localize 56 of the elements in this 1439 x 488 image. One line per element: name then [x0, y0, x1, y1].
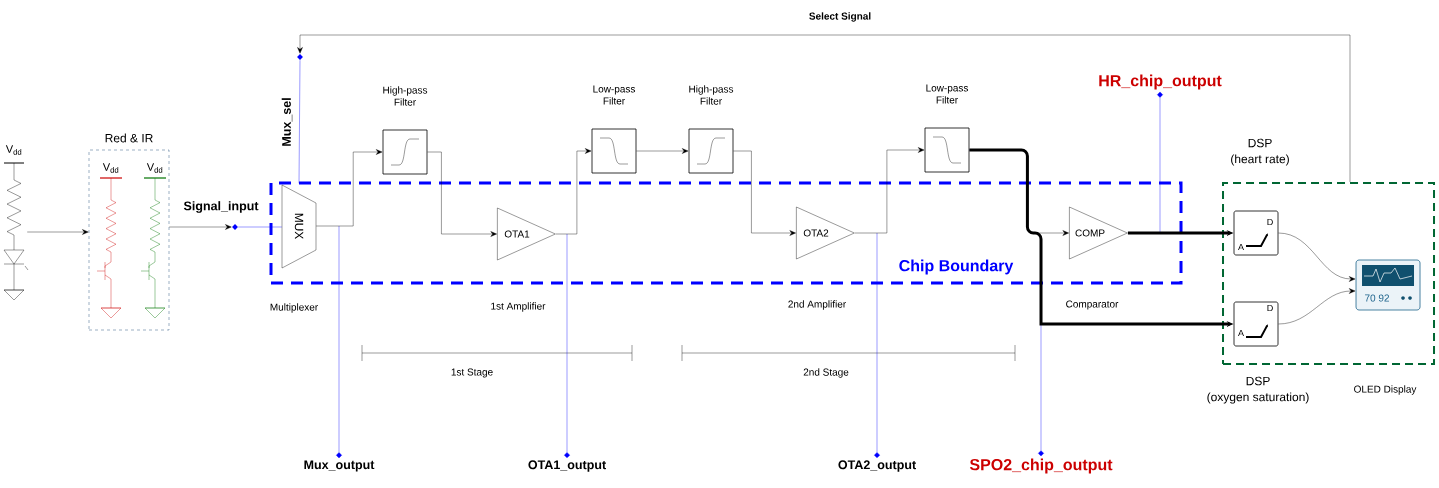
- filter-title: High-pass Filter: [383, 86, 428, 106]
- filter-title: High-pass Filter: [689, 85, 734, 105]
- arrow: [636, 148, 689, 154]
- converter-letter: D: [1267, 304, 1273, 312]
- probe-line: [336, 225, 342, 459]
- connector-line: [298, 60, 301, 184]
- arrow: [169, 224, 232, 230]
- arrow: [733, 150, 796, 236]
- probe-line: [564, 233, 570, 459]
- converter-letter: A: [1238, 243, 1244, 251]
- arrow: [854, 147, 925, 234]
- supply-label: V$_{dd}$: [146, 163, 163, 173]
- block-caption: (oxygen saturation): [1207, 392, 1309, 404]
- stage-label: 1st Stage: [451, 368, 493, 378]
- edge-label: Select Signal: [807, 11, 873, 23]
- output-label: OTA2_output: [838, 460, 916, 472]
- display-readout: 70 92: [1365, 294, 1389, 302]
- output-label: SPO2_chip_output: [969, 458, 1113, 474]
- probe-line: [1157, 91, 1163, 234]
- output-label: HR_chip_output: [1099, 74, 1222, 90]
- amplifier-triangle: OTA1: [497, 207, 556, 261]
- arrow: [27, 229, 89, 235]
- arrow: [297, 34, 1351, 183]
- node-label: Red & IR: [105, 133, 153, 143]
- block-caption: Comparator: [1066, 300, 1119, 310]
- stage-label: 2nd Stage: [803, 368, 849, 378]
- output-label: Mux_output: [304, 460, 375, 472]
- block-caption: 1st Amplifier: [491, 302, 546, 312]
- supply-label: V$_{dd}$: [102, 163, 119, 173]
- signal-name: Mux_sel: [281, 98, 293, 146]
- converter-letter: D: [1267, 218, 1273, 226]
- amplifier-triangle: OTA2: [796, 206, 855, 260]
- block-caption: OLED Display: [1354, 385, 1417, 395]
- filter-title: Low-pass Filter: [926, 84, 969, 104]
- converter-box: [1233, 210, 1279, 256]
- block-caption: DSP: [1246, 376, 1270, 386]
- block-caption: DSP: [1248, 138, 1272, 148]
- controller-board-box: [1222, 182, 1435, 365]
- output-label: OTA1_output: [528, 460, 606, 472]
- display-icon: [1355, 259, 1421, 311]
- filter-title: Low-pass Filter: [593, 85, 636, 105]
- block-caption: 2nd Amplifier: [788, 300, 846, 310]
- arrow: [427, 151, 497, 237]
- converter-box: [1233, 301, 1279, 347]
- arrow: [1278, 288, 1356, 325]
- signal-name: Signal_input: [183, 201, 259, 213]
- probe-line: [874, 232, 880, 459]
- arrow: [1278, 232, 1356, 282]
- block-caption: Multiplexer: [270, 303, 318, 313]
- arrow: [555, 148, 592, 235]
- supply-label: V$_{dd}$: [5, 145, 22, 155]
- amplifier-triangle: COMP: [1069, 206, 1128, 260]
- connector-line: [238, 226, 282, 228]
- block-caption: (heart rate): [1231, 154, 1289, 166]
- converter-letter: A: [1238, 329, 1244, 337]
- arrow: [316, 149, 383, 227]
